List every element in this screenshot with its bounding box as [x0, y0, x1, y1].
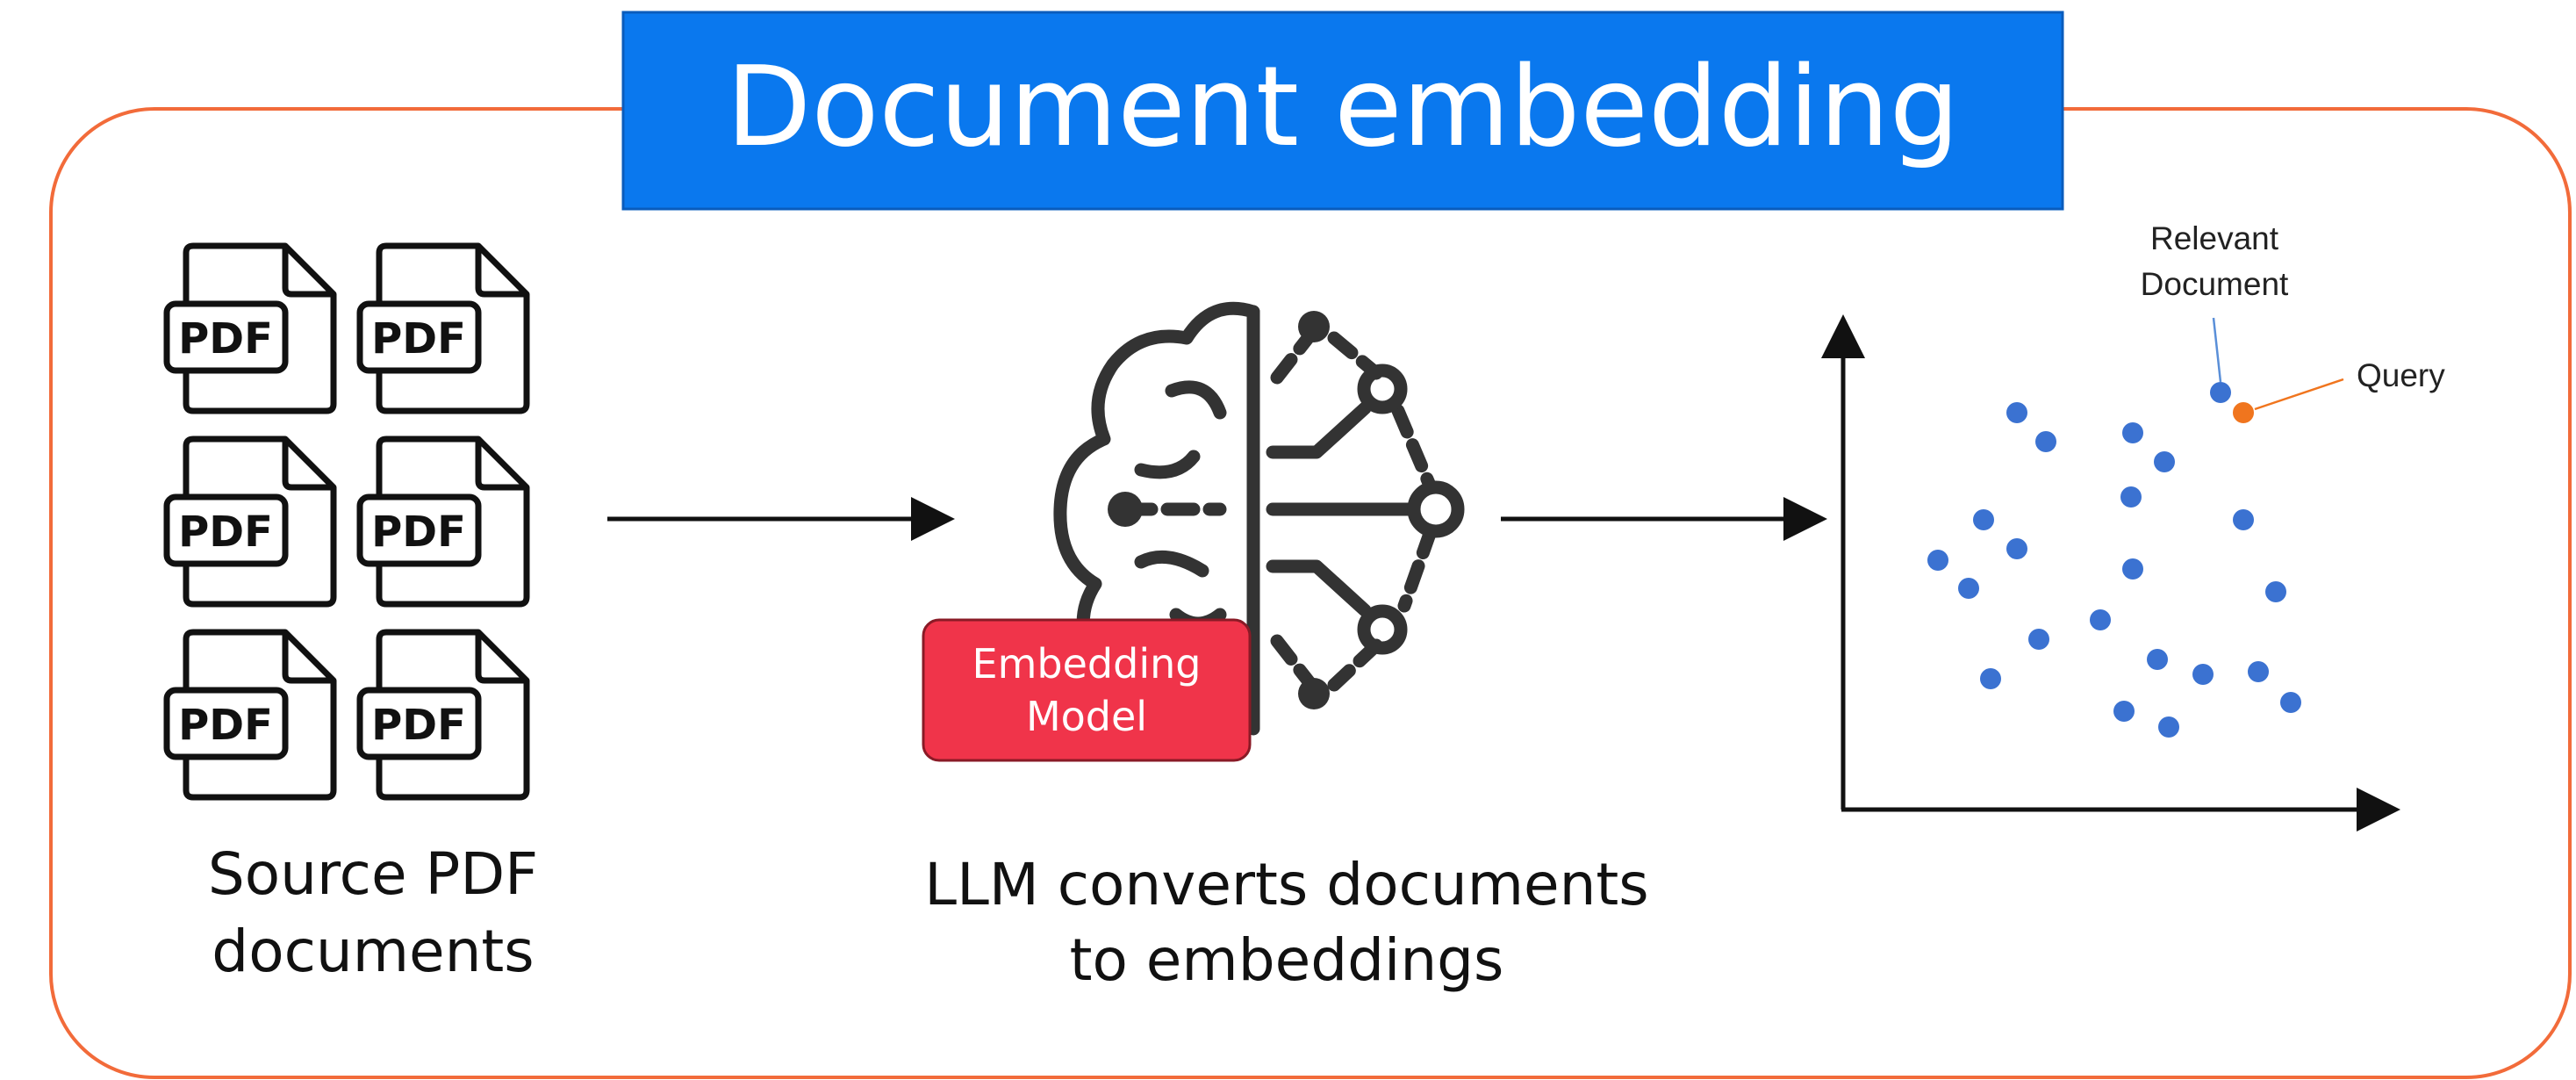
sources-caption-line1: Source PDF: [208, 840, 538, 908]
pdf-file-icon: PDF: [360, 632, 527, 797]
pdf-file-icon: PDF: [360, 439, 527, 604]
pdf-file-grid: PDF PDF PDF PDF PDF PDF: [167, 246, 527, 797]
embedding-point: [2113, 701, 2135, 722]
embedding-point: [2006, 402, 2027, 423]
model-caption-line2: to embeddings: [1070, 926, 1504, 994]
query-point: [2231, 400, 2256, 425]
embedding-point: [2248, 661, 2269, 682]
embedding-point: [2120, 486, 2142, 508]
embedding-point: [2035, 431, 2056, 452]
embedding-model-label-line2: Model: [1026, 693, 1147, 740]
pdf-file-label: PDF: [178, 701, 273, 750]
embedding-point: [2006, 538, 2027, 559]
embedding-points: [1927, 402, 2301, 738]
embedding-point: [2122, 558, 2143, 580]
embedding-model-box: [922, 618, 1252, 762]
embedding-point: [2028, 629, 2049, 650]
embedding-point: [1927, 550, 1948, 571]
embedding-point: [2280, 692, 2301, 713]
pdf-file-label: PDF: [178, 508, 273, 557]
relevant-document-label-line1: Relevant: [2150, 220, 2279, 256]
pdf-file-icon: PDF: [167, 439, 334, 604]
brain-node-dots: [1108, 311, 1330, 709]
title-banner: [621, 11, 2064, 211]
pdf-file-icon: PDF: [360, 246, 527, 411]
embedding-point: [2158, 716, 2179, 738]
embedding-point: [2265, 581, 2286, 602]
query-label: Query: [2357, 357, 2445, 393]
embedding-point: [2192, 664, 2214, 685]
embedding-point: [2122, 422, 2143, 443]
pdf-file-icon: PDF: [167, 632, 334, 797]
embedding-plot: Relevant Document Query: [1821, 220, 2445, 832]
embedding-point: [2090, 609, 2111, 630]
embedding-point: [1973, 509, 1994, 530]
embedding-model-label-line1: Embedding: [972, 640, 1202, 688]
pdf-file-label: PDF: [371, 701, 466, 750]
embedding-point: [2233, 509, 2254, 530]
model-caption-line1: LLM converts documents: [924, 851, 1648, 918]
page-title: Document embedding: [726, 42, 1959, 171]
pdf-file-label: PDF: [178, 314, 273, 364]
pdf-file-icon: PDF: [167, 246, 334, 411]
pdf-file-label: PDF: [371, 508, 466, 557]
embedding-point: [1980, 668, 2001, 689]
pdf-file-label: PDF: [371, 314, 466, 364]
sources-caption-line2: documents: [212, 918, 534, 985]
relevant-document-point: [2210, 382, 2231, 403]
relevant-document-label-line2: Document: [2141, 266, 2289, 302]
embedding-point: [1958, 578, 1979, 599]
relevant-document-leader: [2212, 317, 2222, 383]
query-leader: [2254, 378, 2344, 411]
embedding-point: [2154, 451, 2175, 472]
embedding-point: [2147, 649, 2168, 670]
